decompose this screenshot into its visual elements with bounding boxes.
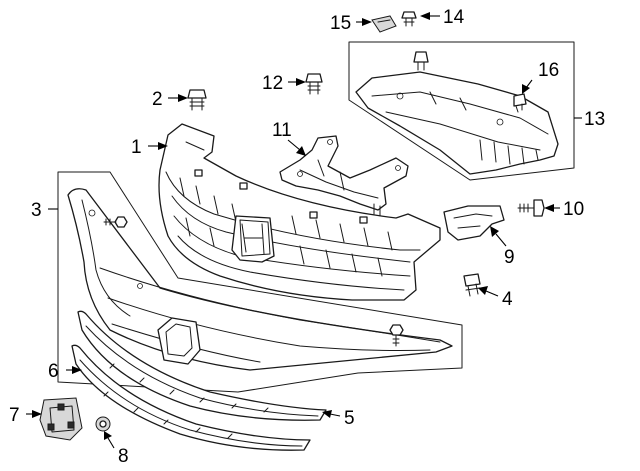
callout-5: 5 xyxy=(344,408,355,429)
bumper-screw-left xyxy=(103,216,128,228)
clip-2 xyxy=(187,89,207,111)
clip-12 xyxy=(305,73,323,95)
push-clip-16 xyxy=(513,93,527,113)
callout-12: 12 xyxy=(262,73,283,94)
clip-4 xyxy=(463,273,481,297)
grille-molding xyxy=(71,344,311,451)
callout-16: 16 xyxy=(538,60,559,81)
side-bracket-9 xyxy=(443,205,505,241)
callout-10: 10 xyxy=(563,199,584,220)
callout-14: 14 xyxy=(443,7,465,28)
callout-15: 15 xyxy=(330,13,351,34)
callout-8: 8 xyxy=(118,446,129,467)
callout-6: 6 xyxy=(48,361,59,382)
front-grille xyxy=(158,123,441,301)
callout-3: 3 xyxy=(31,200,42,221)
leader-lines xyxy=(26,12,582,449)
upper-cover-outline xyxy=(348,41,575,181)
screw-10 xyxy=(517,199,545,217)
callout-7: 7 xyxy=(9,405,20,426)
callout-4: 4 xyxy=(502,289,513,310)
upper-cover xyxy=(355,71,559,175)
clip-nut xyxy=(95,416,111,432)
callout-11: 11 xyxy=(272,120,292,141)
callout-2: 2 xyxy=(152,89,163,110)
clip-14 xyxy=(401,11,417,27)
retainer-15 xyxy=(371,15,397,33)
callout-13: 13 xyxy=(584,109,605,130)
callout-labels: 1 2 3 4 5 6 7 8 9 10 11 12 13 14 15 16 xyxy=(9,7,605,467)
callout-1: 1 xyxy=(131,137,142,158)
emblem-bracket xyxy=(39,397,83,441)
center-bracket xyxy=(279,135,409,217)
callout-9: 9 xyxy=(504,247,515,268)
bumper-screw-right xyxy=(389,324,404,347)
push-clip-cover xyxy=(413,51,429,71)
lower-molding xyxy=(77,310,327,421)
